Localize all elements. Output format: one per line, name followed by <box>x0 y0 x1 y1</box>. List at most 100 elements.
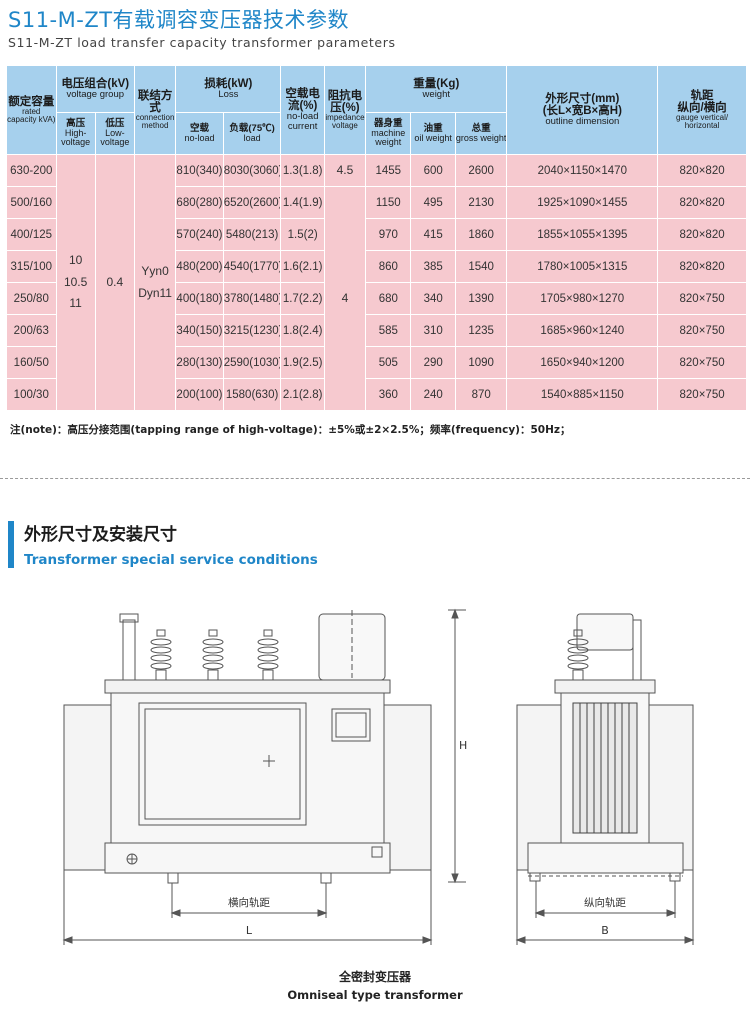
machine-weight-cell: 585 <box>365 314 412 347</box>
machine-weight-cell: 1150 <box>365 186 412 219</box>
bushing-icon <box>150 629 279 681</box>
capacity-cell: 400/125 <box>6 218 57 251</box>
section-accent-bar <box>8 521 14 568</box>
impedance-cell: 4.5 <box>323 154 367 187</box>
load-loss-cell: 5480(213) <box>222 218 282 251</box>
noload-current-cell: 1.5(2) <box>280 218 325 251</box>
table-note: 注(note)：高压分接范围(tapping range of high-vol… <box>10 424 571 436</box>
noload-loss-cell: 200(100) <box>175 378 224 411</box>
machine-weight-cell: 860 <box>365 250 412 283</box>
gross-weight-cell: 1235 <box>454 314 508 347</box>
load-loss-cell: 2590(1030) <box>222 346 282 379</box>
header-gross-weight: 总重 gross weight <box>454 112 508 155</box>
gauge-cell: 820×820 <box>657 250 747 283</box>
capacity-cell: 250/80 <box>6 282 57 315</box>
oil-weight-cell: 385 <box>410 250 456 283</box>
header-hv: 高压 High-voltage <box>55 112 96 155</box>
dimension-cell: 2040×1150×1470 <box>506 154 659 187</box>
dimension-cell: 1855×1055×1395 <box>506 218 659 251</box>
front-view: H 横向轨距 L <box>62 608 467 945</box>
load-loss-cell: 6520(2600) <box>222 186 282 219</box>
capacity-cell: 315/100 <box>6 250 57 283</box>
hv-voltage-cell: 10 10.5 11 <box>55 154 96 411</box>
section-title: 外形尺寸及安装尺寸 <box>24 525 177 545</box>
capacity-cell: 100/30 <box>6 378 57 411</box>
noload-loss-cell: 810(340) <box>175 154 224 187</box>
dimension-cell: 1925×1090×1455 <box>506 186 659 219</box>
noload-current-cell: 1.4(1.9) <box>280 186 325 219</box>
oil-weight-cell: 240 <box>410 378 456 411</box>
drawing-caption-en: Omniseal type transformer <box>287 988 463 1002</box>
dimension-cell: 1650×940×1200 <box>506 346 659 379</box>
header-noload-loss: 空载 no-load <box>175 112 224 155</box>
header-impedance: 阻抗电压(%) impedance voltage <box>323 65 367 155</box>
header-load-loss: 负载(75℃) load <box>222 112 282 155</box>
noload-current-cell: 2.1(2.8) <box>280 378 325 411</box>
noload-loss-cell: 480(200) <box>175 250 224 283</box>
gauge-cell: 820×750 <box>657 314 747 347</box>
capacity-cell: 500/160 <box>6 186 57 219</box>
noload-loss-cell: 570(240) <box>175 218 224 251</box>
header-lv: 低压 Low-voltage <box>94 112 135 155</box>
header-weight: 重量(Kg) weight <box>365 65 508 113</box>
gauge-cell: 820×820 <box>657 186 747 219</box>
machine-weight-cell: 1455 <box>365 154 412 187</box>
oil-weight-cell: 310 <box>410 314 456 347</box>
gauge-cell: 820×750 <box>657 346 747 379</box>
machine-weight-cell: 360 <box>365 378 412 411</box>
oil-weight-cell: 415 <box>410 218 456 251</box>
gauge-cell: 820×820 <box>657 154 747 187</box>
oil-weight-cell: 340 <box>410 282 456 315</box>
capacity-cell: 160/50 <box>6 346 57 379</box>
load-loss-cell: 8030(3060) <box>222 154 282 187</box>
capacity-cell: 630-200 <box>6 154 57 187</box>
transformer-drawing: H 横向轨距 L <box>62 608 695 945</box>
load-loss-cell: 3215(1230) <box>222 314 282 347</box>
load-loss-cell: 3780(1480) <box>222 282 282 315</box>
dimension-cell: 1540×885×1150 <box>506 378 659 411</box>
load-loss-cell: 1580(630) <box>222 378 282 411</box>
noload-current-cell: 1.7(2.2) <box>280 282 325 315</box>
gross-weight-cell: 870 <box>454 378 508 411</box>
header-voltage-group: 电压组合(kV) voltage group <box>55 65 135 113</box>
connection-method-cell: Yyn0 Dyn11 <box>133 154 177 411</box>
dimension-cell: 1685×960×1240 <box>506 314 659 347</box>
impedance-cell: 4 <box>323 186 367 411</box>
gross-weight-cell: 2600 <box>454 154 508 187</box>
gross-weight-cell: 1540 <box>454 250 508 283</box>
length-label: L <box>246 924 253 937</box>
oil-weight-cell: 600 <box>410 154 456 187</box>
dimension-cell: 1705×980×1270 <box>506 282 659 315</box>
drawing-caption: 全密封变压器 <box>338 970 411 984</box>
section-divider <box>0 478 750 479</box>
dimension-cell: 1780×1005×1315 <box>506 250 659 283</box>
section-subtitle: Transformer special service conditions <box>24 552 318 568</box>
noload-current-cell: 1.8(2.4) <box>280 314 325 347</box>
gross-weight-cell: 2130 <box>454 186 508 219</box>
height-label: H <box>459 739 467 752</box>
header-noload-current: 空载电流(%) no-load current <box>280 65 325 155</box>
machine-weight-cell: 970 <box>365 218 412 251</box>
oil-weight-cell: 495 <box>410 186 456 219</box>
gauge-cell: 820×750 <box>657 378 747 411</box>
header-dimension: 外形尺寸(mm) (长L×宽B×高H) outline dimension <box>506 65 659 155</box>
header-loss: 损耗(kW) Loss <box>175 65 282 113</box>
header-capacity: 额定容量 rated capacity kVA) <box>6 65 57 155</box>
machine-weight-cell: 505 <box>365 346 412 379</box>
capacity-cell: 200/63 <box>6 314 57 347</box>
oil-weight-cell: 290 <box>410 346 456 379</box>
gauge-cell: 820×750 <box>657 282 747 315</box>
header-gauge: 轨距 纵向/横向 gauge vertical/ horizontal <box>657 65 747 155</box>
width-label: B <box>601 924 609 937</box>
noload-loss-cell: 680(280) <box>175 186 224 219</box>
lv-voltage-cell: 0.4 <box>94 154 135 411</box>
page-title: S11-M-ZT有载调容变压器技术参数 <box>8 8 350 32</box>
machine-weight-cell: 680 <box>365 282 412 315</box>
longitudinal-gauge-label: 纵向轨距 <box>584 896 626 909</box>
